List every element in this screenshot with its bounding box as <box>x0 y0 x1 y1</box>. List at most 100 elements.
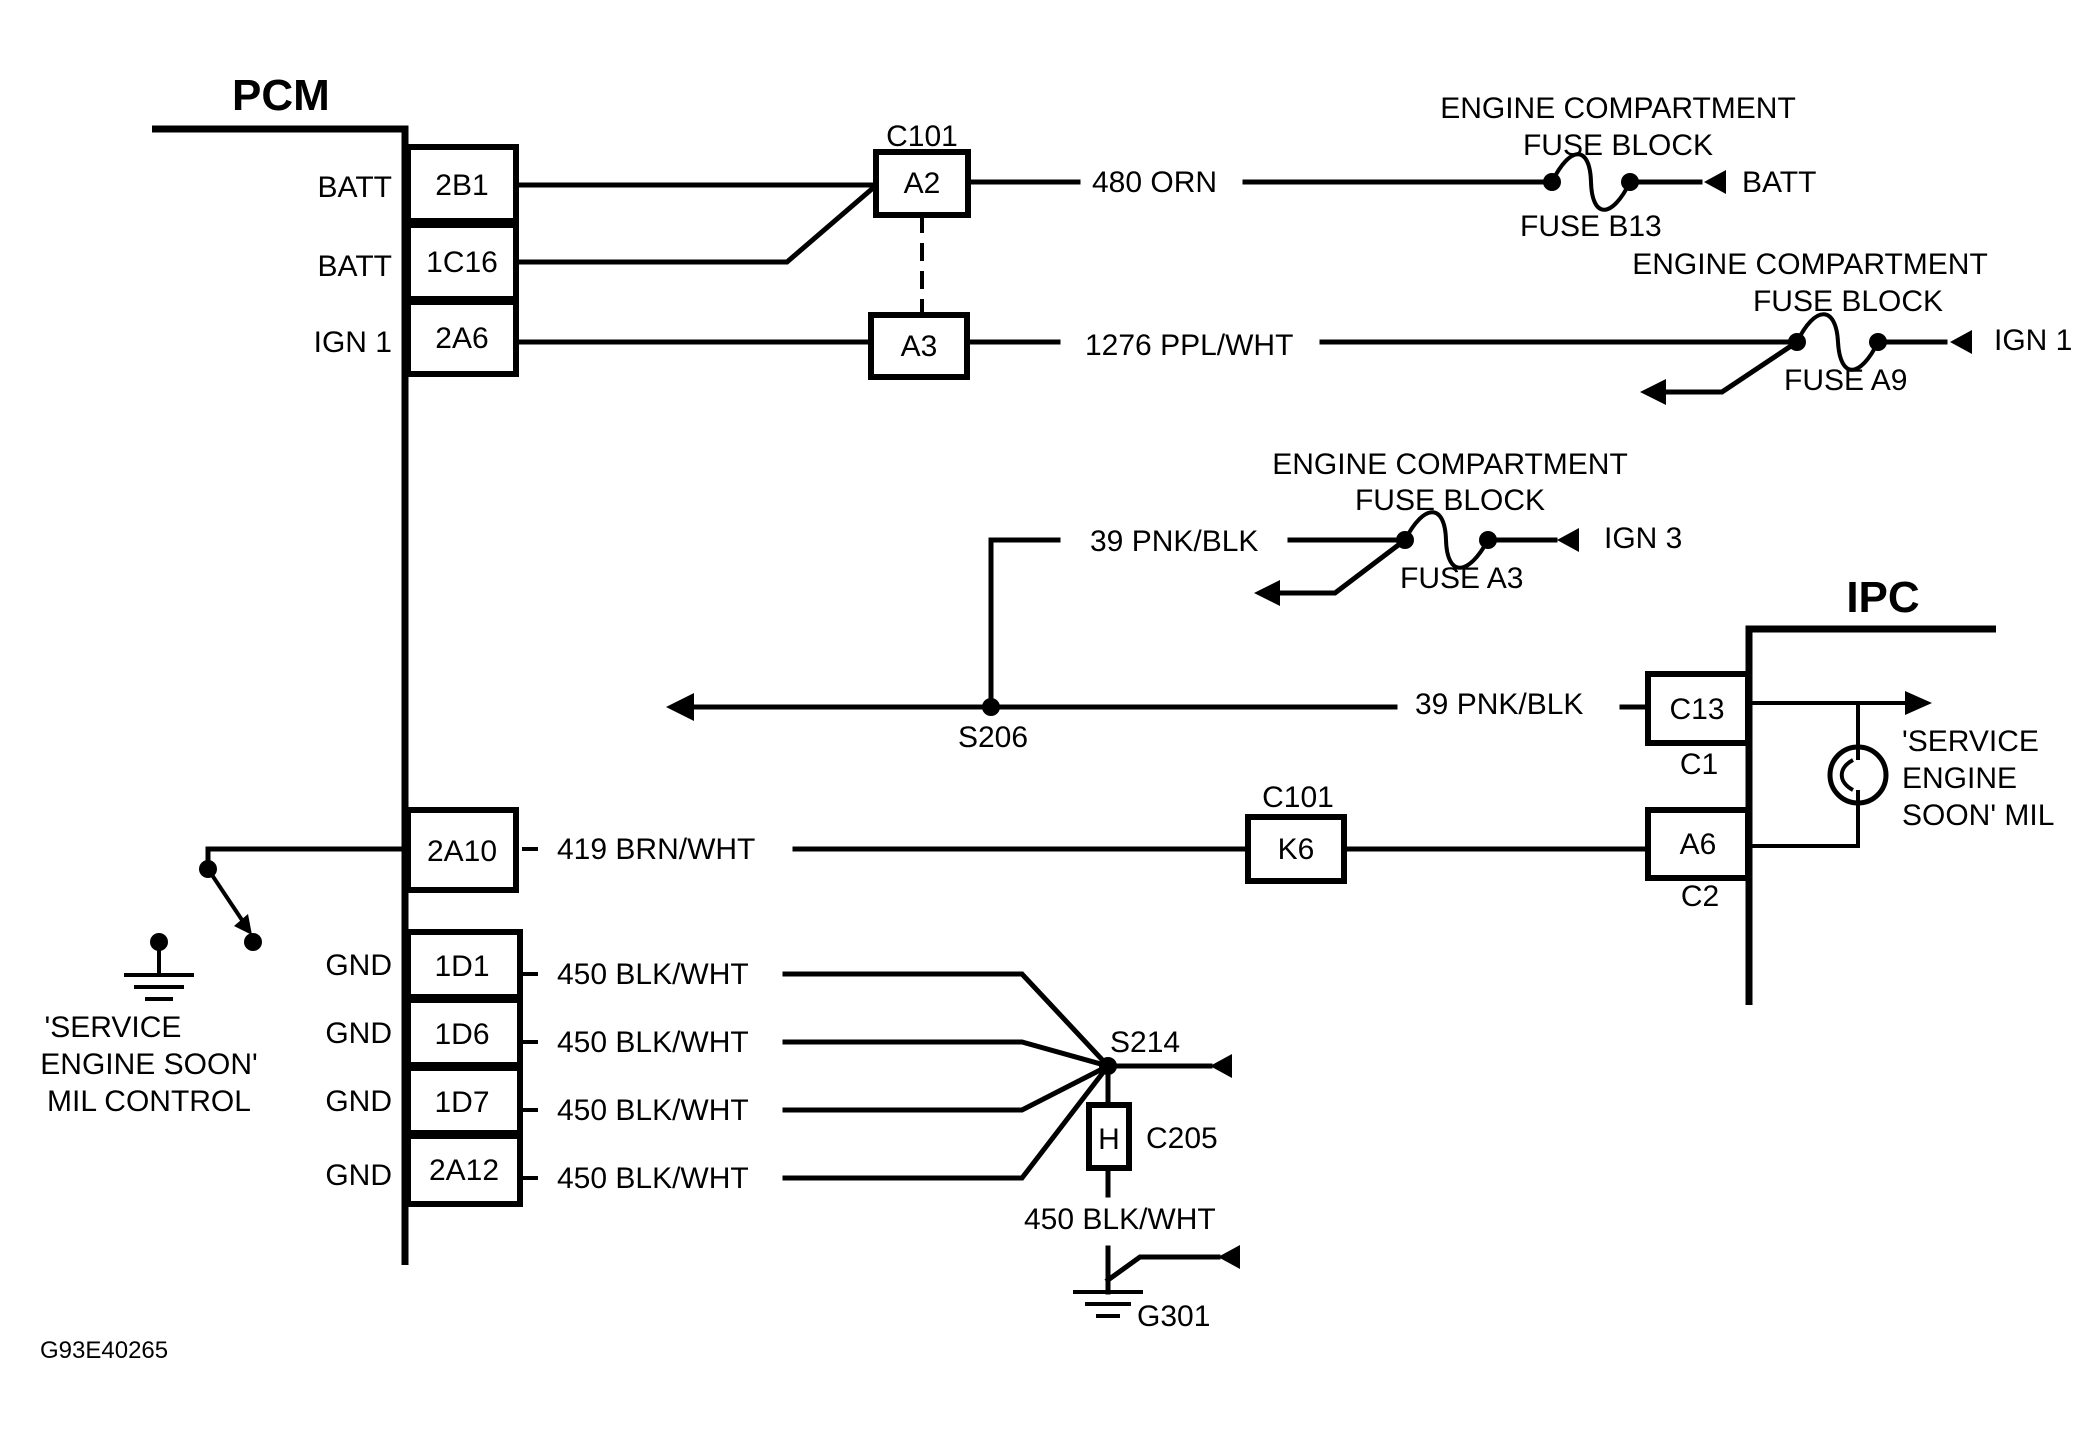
pcm-title: PCM <box>232 71 330 120</box>
ipc-arrow-icon <box>1905 691 1932 715</box>
switch-lever <box>206 867 244 922</box>
pin-label: 2A10 <box>427 835 497 868</box>
splice-s206-label: S206 <box>958 721 1028 754</box>
wire-g301-branch <box>1104 1254 1221 1284</box>
connector-h-label: H <box>1098 1123 1120 1156</box>
pcm-pin-2b1: 2B1 BATT <box>318 144 519 224</box>
pin-label: 1D7 <box>434 1086 489 1119</box>
connector-a6 <box>1645 807 1751 881</box>
connector-c13 <box>1645 671 1751 746</box>
ground-g301-label: G301 <box>1137 1300 1210 1333</box>
pin-label: 2A6 <box>435 322 488 355</box>
ground-wire-stubs <box>522 972 538 1180</box>
splice-s206-dot <box>982 698 1000 716</box>
fuse-name: FUSE A3 <box>1400 562 1523 595</box>
wire-450-3 <box>782 1062 1112 1113</box>
circuit-419: 419 BRN/WHT K6 C101 <box>522 781 1651 884</box>
pcm-pin-2a6: 2A6 IGN 1 <box>314 299 519 377</box>
branch-arrow-icon <box>1640 379 1666 405</box>
ground-arrow-icon <box>1210 1054 1232 1078</box>
mil-label-line2: ENGINE <box>1902 762 2017 795</box>
ground-g301-icon <box>1073 1290 1143 1318</box>
wire-1c16 <box>513 184 877 265</box>
branch-wire <box>1277 536 1409 596</box>
source-arrow-icon <box>1704 170 1726 194</box>
pin-function: BATT <box>318 171 392 204</box>
bulb-lead-bottom <box>1752 803 1860 848</box>
pin-label: 1D1 <box>434 950 489 983</box>
pcm-pin-1d1: 1D1 GND <box>325 929 523 1000</box>
pin-function: GND <box>325 1159 392 1192</box>
fuse-name: FUSE A9 <box>1784 364 1907 397</box>
fuse-source: IGN 1 <box>1994 324 2072 357</box>
mil-control-switch: 'SERVICE ENGINE SOON' MIL CONTROL <box>40 846 411 1118</box>
fuse-block-a9: ENGINE COMPARTMENT FUSE BLOCK IGN 1 FUSE… <box>1632 248 2072 405</box>
pin-function: IGN 1 <box>314 326 392 359</box>
connector-c101-mid-label: C101 <box>1262 781 1334 814</box>
wire-450-4 <box>782 1062 1112 1181</box>
connector-c13-label: C13 <box>1669 693 1724 726</box>
pin-function: GND <box>325 1017 392 1050</box>
wire-480-label: 480 ORN <box>1092 166 1217 199</box>
fuse-block-subtitle: FUSE BLOCK <box>1523 129 1713 162</box>
wire-419-label: 419 BRN/WHT <box>557 833 755 866</box>
circuit-1276: A3 1276 PPL/WHT <box>513 312 1800 380</box>
fuse-block-title: ENGINE COMPARTMENT <box>1272 448 1628 481</box>
pin-function: GND <box>325 949 392 982</box>
ground-icon <box>124 973 194 1001</box>
bulb-filament-arc <box>1839 758 1855 792</box>
circuit-39-ipc: S206 39 PNK/BLK <box>666 688 1651 754</box>
wire-450-2 <box>782 1039 1112 1070</box>
wire-1276-label: 1276 PPL/WHT <box>1085 329 1293 362</box>
mil-control-line3: MIL CONTROL <box>47 1085 251 1118</box>
pin-label: 1D6 <box>434 1018 489 1051</box>
switch-arrow-icon <box>234 914 252 935</box>
wire-450-label: 450 BLK/WHT <box>557 1026 749 1059</box>
fuse-block-subtitle: FUSE BLOCK <box>1753 285 1943 318</box>
connector-a6-label: A6 <box>1680 828 1717 861</box>
wire-39-label-bottom: 39 PNK/BLK <box>1415 688 1583 721</box>
pin-label: 1C16 <box>426 246 498 279</box>
wire-39-label-top: 39 PNK/BLK <box>1090 525 1258 558</box>
mil-control-line2: ENGINE SOON' <box>40 1048 257 1081</box>
fuse-symbol <box>1403 510 1490 570</box>
fuse-block-b13: ENGINE COMPARTMENT FUSE BLOCK BATT FUSE … <box>1440 92 1816 243</box>
fuse-block-a3: ENGINE COMPARTMENT FUSE BLOCK 39 PNK/BLK… <box>988 448 1682 710</box>
connector-a2-label: A2 <box>904 167 941 200</box>
connector-c1-label: C1 <box>1680 748 1718 781</box>
connector-k6-label: K6 <box>1278 833 1315 866</box>
ipc-module: IPC C13 C1 A6 C2 'SERVICE ENGINE SOON' M… <box>1645 573 2054 1005</box>
source-arrow-icon <box>1557 528 1579 552</box>
branch-arrow-icon <box>1254 580 1280 606</box>
connector-c101-label: C101 <box>886 120 958 153</box>
pcm-pin-1d6: 1D6 GND <box>325 997 523 1068</box>
connector-a3 <box>868 312 970 380</box>
switch-wire <box>205 846 411 872</box>
fuse-block-title: ENGINE COMPARTMENT <box>1632 248 1988 281</box>
fuse-block-title: ENGINE COMPARTMENT <box>1440 92 1796 125</box>
pcm-pin-1c16: 1C16 BATT <box>318 222 519 302</box>
pcm-pin-2a10: 2A10 <box>405 807 519 893</box>
wire-450-label: 450 BLK/WHT <box>557 958 749 991</box>
figure-id: G93E40265 <box>40 1337 168 1364</box>
branch-arrow-icon <box>666 693 694 721</box>
wire-450-label: 450 BLK/WHT <box>557 1094 749 1127</box>
branch-wire <box>1662 338 1801 395</box>
pin-label: 2A12 <box>429 1154 499 1187</box>
mil-control-line1: 'SERVICE <box>45 1011 182 1044</box>
g301-arrow-icon <box>1218 1245 1240 1269</box>
circuit-450: 450 BLK/WHT 450 BLK/WHT 450 BLK/WHT 450 … <box>522 958 1240 1333</box>
pin-function: BATT <box>318 250 392 283</box>
pin-label: 2B1 <box>435 169 488 202</box>
fuse-source: BATT <box>1742 166 1816 199</box>
fuse-symbol <box>1550 152 1632 212</box>
wire-450-label: 450 BLK/WHT <box>557 1162 749 1195</box>
pin-function: GND <box>325 1085 392 1118</box>
connector-c2-label: C2 <box>1681 880 1719 913</box>
connector-a3-label: A3 <box>901 330 938 363</box>
source-arrow-icon <box>1950 330 1972 354</box>
ipc-title: IPC <box>1846 573 1919 622</box>
fuse-name: FUSE B13 <box>1520 210 1662 243</box>
splice-s214-label: S214 <box>1110 1026 1180 1059</box>
